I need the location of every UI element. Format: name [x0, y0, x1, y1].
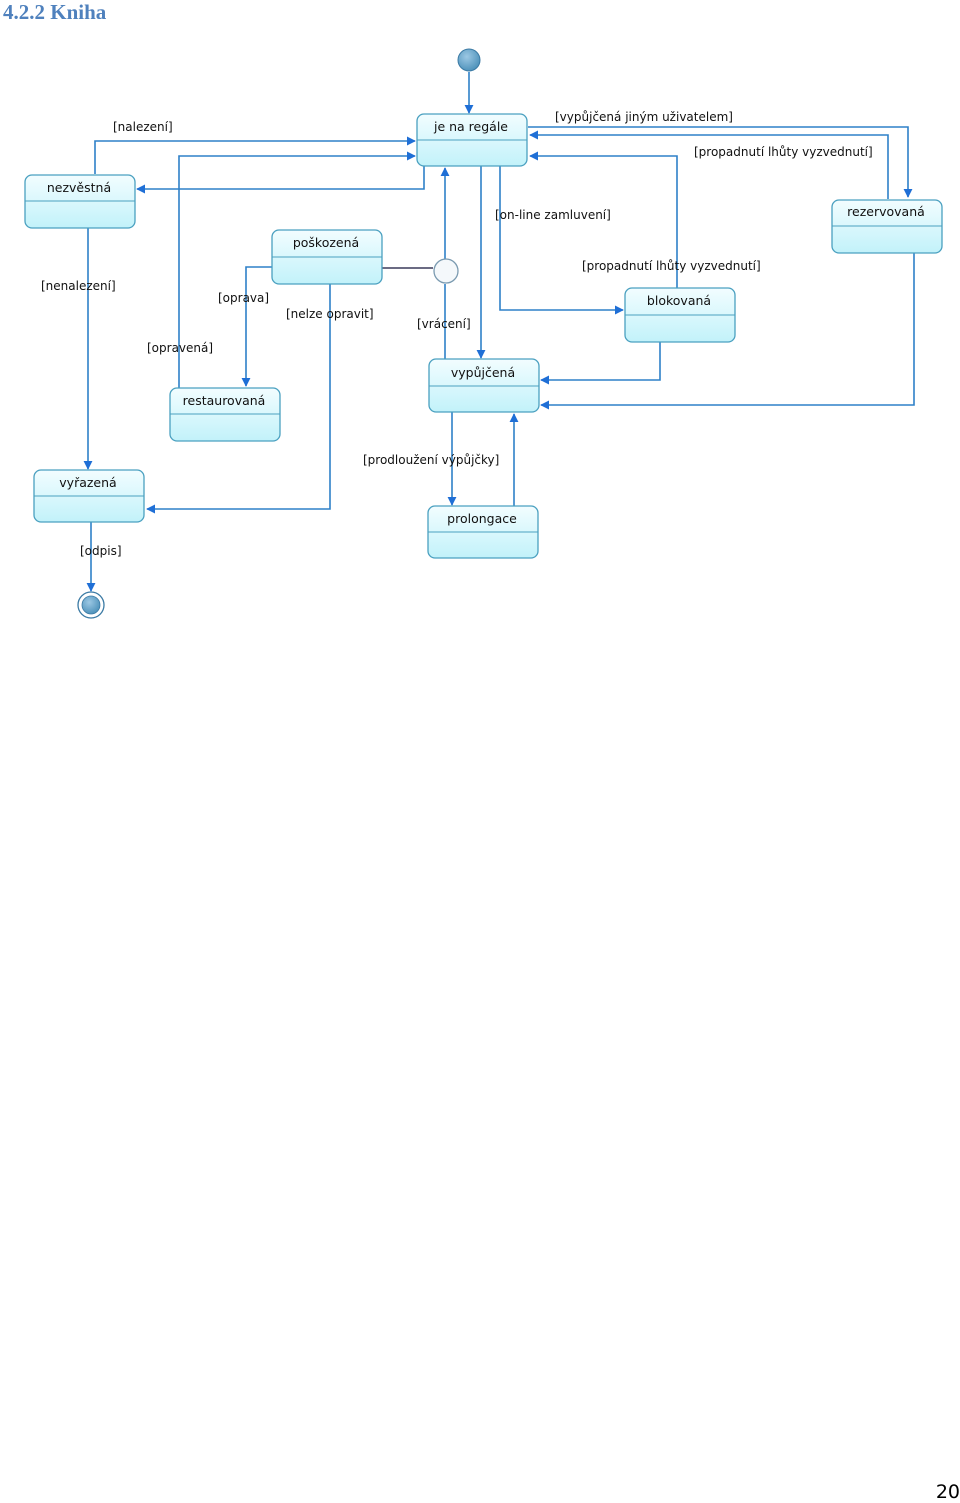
state-rezervovana: rezervovaná [831, 199, 943, 254]
choice-node [433, 258, 459, 284]
edge-oprava [241, 266, 272, 387]
label-propadnuti-2: [propadnutí lhůty vyzvednutí] [582, 259, 761, 273]
state-vyrazena-label: vyřazená [59, 475, 116, 490]
edge-opravena [178, 151, 416, 388]
label-opravena: [opravená] [147, 341, 213, 355]
edge-rezervovana-to-vypujcena [540, 253, 915, 410]
label-propadnuti-1: [propadnutí lhůty vyzvednutí] [694, 145, 873, 159]
edge-propadnuti-1 [529, 130, 889, 199]
edge-nelze-opravit [146, 284, 331, 514]
state-diagram: je na regále nezvěstná rezervovaná poško… [24, 48, 943, 619]
state-vypujcena-label: vypůjčená [451, 365, 515, 380]
label-prodlouzeni: [prodloužení výpůjčky] [363, 453, 499, 467]
state-restaurovana: restaurovaná [169, 387, 281, 442]
edge-regal-to-nezvestna [136, 166, 425, 194]
edge-online-zamluveni [499, 166, 624, 315]
state-poskozena: poškozená [271, 229, 383, 285]
label-nenalezeni: [nenalezení] [41, 279, 116, 293]
state-blokovana-label: blokovaná [647, 293, 711, 308]
state-prolongace: prolongace [427, 505, 539, 559]
state-rezervovana-label: rezervovaná [847, 204, 925, 219]
initial-node [457, 48, 481, 72]
label-vraceni: [vrácení] [417, 317, 471, 331]
state-vypujcena: vypůjčená [428, 358, 540, 413]
label-online-zamluveni: [on-line zamluvení] [495, 208, 611, 222]
label-nelze-opravit: [nelze opravit] [286, 307, 374, 321]
label-vypujcena-jinym: [vypůjčená jiným uživatelem] [555, 110, 733, 124]
state-vyrazena: vyřazená [33, 469, 145, 523]
section-heading: 4.2.2 Kniha [3, 0, 107, 24]
state-je-na-regale-label: je na regále [433, 119, 508, 134]
state-nezvestna: nezvěstná [24, 174, 136, 229]
label-nalezeni: [nalezení] [113, 120, 173, 134]
label-odpis: [odpis] [80, 544, 122, 558]
state-prolongace-label: prolongace [447, 511, 517, 526]
edge-propadnuti-2 [529, 151, 678, 288]
state-restaurovana-label: restaurovaná [183, 393, 266, 408]
state-je-na-regale: je na regále [416, 113, 528, 167]
state-nezvestna-label: nezvěstná [47, 180, 111, 195]
edge-vypujcena-jinym [528, 126, 913, 198]
state-poskozena-label: poškozená [293, 235, 359, 250]
page-number: 20 [935, 1481, 960, 1503]
edge-blokovana-to-vypujcena [540, 342, 661, 385]
state-blokovana: blokovaná [624, 287, 736, 343]
edge-nalezeni [94, 136, 416, 174]
label-oprava: [oprava] [218, 291, 269, 305]
final-node [77, 591, 105, 619]
transitions-layer [83, 72, 915, 592]
